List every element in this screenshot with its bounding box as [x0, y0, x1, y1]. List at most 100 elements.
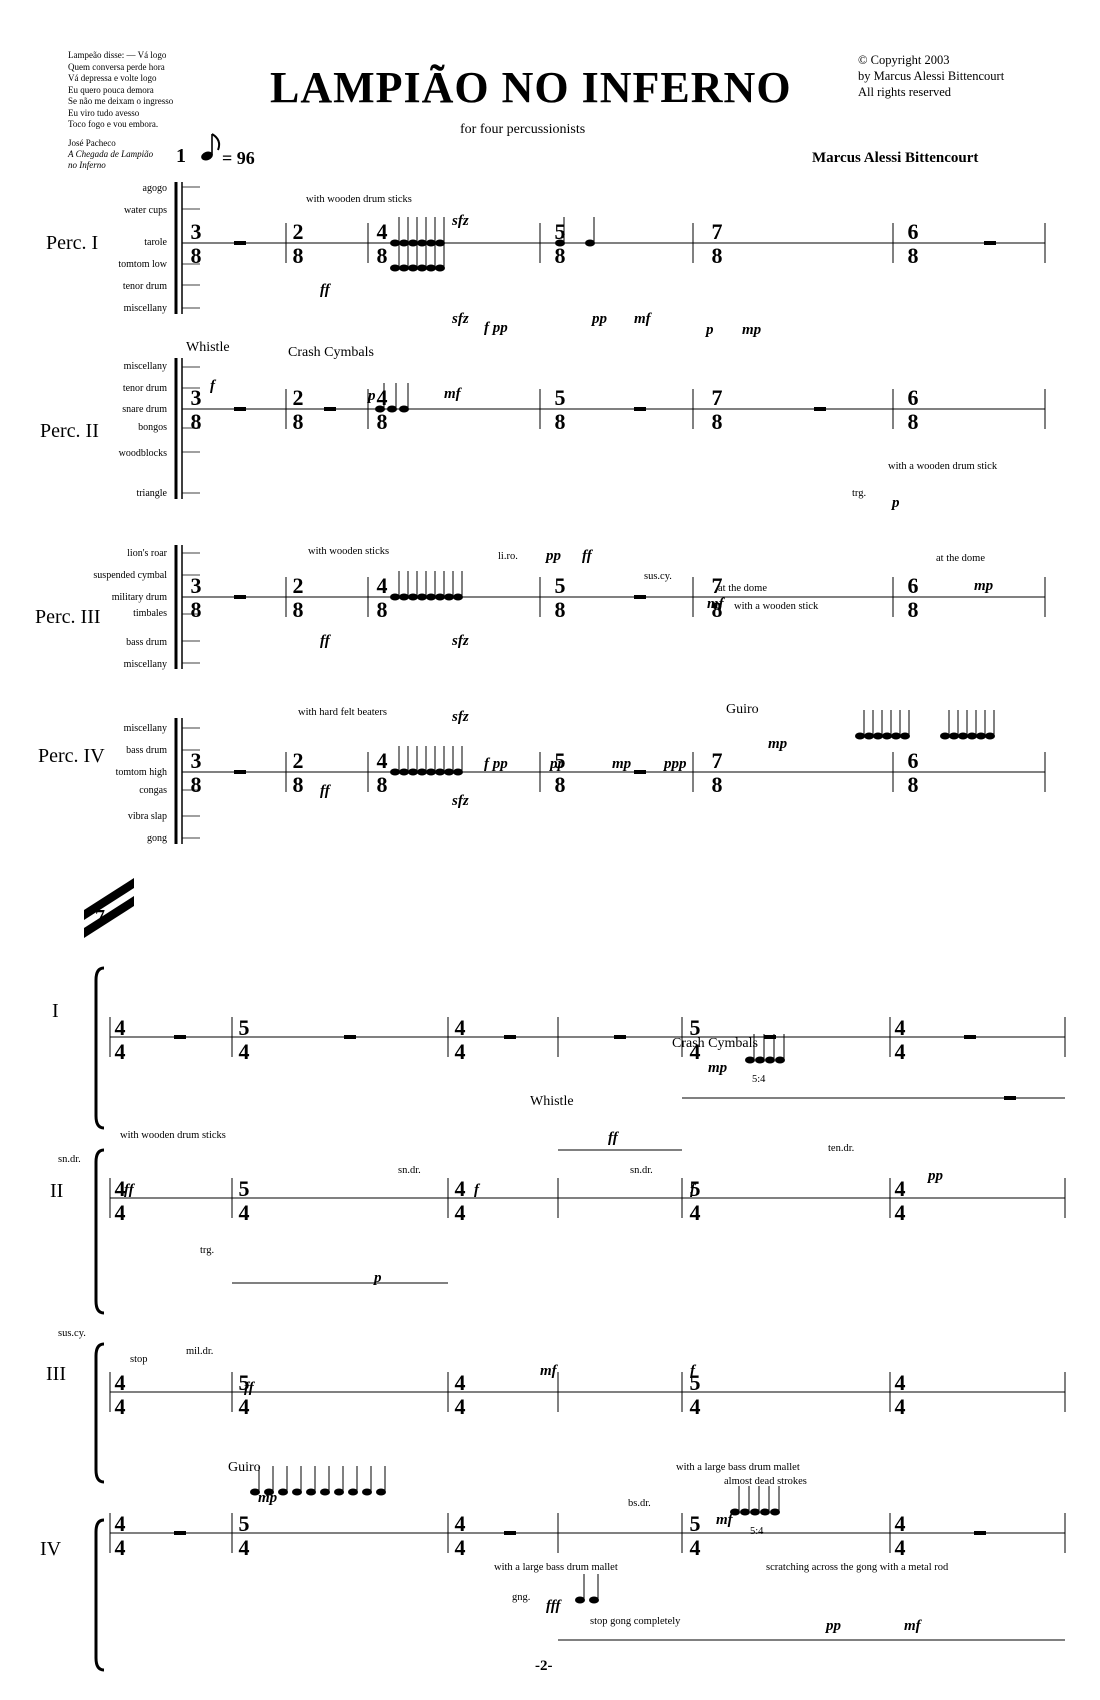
dynamic-mark: ff — [608, 1130, 618, 1146]
epigraph-work: A Chegada de Lampião — [68, 149, 154, 159]
notehead — [362, 1488, 372, 1496]
whole-rest — [234, 595, 246, 599]
dynamic-mark: f — [210, 378, 215, 394]
epigraph-author: José Pacheco — [68, 138, 116, 148]
time-signature-bottom: 8 — [293, 597, 304, 622]
instrument-name: tenor drum — [122, 281, 167, 292]
notehead — [750, 1508, 760, 1516]
notehead — [864, 732, 874, 740]
notehead — [250, 1488, 260, 1496]
whole-rest — [234, 770, 246, 774]
notehead — [426, 239, 436, 247]
instrument-name: vibra slap — [127, 811, 167, 822]
epigraph-source: José Pacheco A Chegada de Lampião no Inf… — [68, 138, 188, 171]
notehead — [426, 593, 436, 601]
notehead — [408, 264, 418, 272]
notehead — [444, 768, 454, 776]
page-title: LAMPIÃO NO INFERNO — [270, 63, 792, 112]
notehead — [399, 593, 409, 601]
whole-rest — [634, 770, 646, 774]
dynamic-mark: p — [892, 495, 900, 511]
notehead — [873, 732, 883, 740]
time-signature-bottom: 4 — [115, 1394, 126, 1419]
notehead — [375, 405, 385, 413]
epigraph-line: Quem conversa perde hora — [68, 61, 165, 72]
instrument-name: tenor drum — [122, 383, 167, 394]
dynamic-mark: mf — [904, 1618, 921, 1634]
technique-note: with hard felt beaters — [298, 707, 387, 718]
time-signature-bottom: 8 — [293, 243, 304, 268]
part-label-perc4: Perc. IV — [38, 745, 105, 767]
notehead — [730, 1508, 740, 1516]
time-signature-top: 6 — [908, 219, 919, 244]
notehead — [775, 1056, 785, 1064]
time-signature-top: 4 — [377, 573, 388, 598]
instrument-abbrev: trg. — [852, 488, 867, 499]
instrument-abbrev: bs.dr. — [628, 1498, 651, 1509]
dynamic-mark: sfz — [452, 633, 469, 649]
instrument-name: bass drum — [126, 637, 167, 648]
epigraph-line: Se não me deixam o ingresso — [68, 96, 174, 106]
time-signature-bottom: 8 — [908, 597, 919, 622]
notehead — [264, 1488, 274, 1496]
notehead — [589, 1596, 599, 1604]
time-signature-top: 6 — [908, 748, 919, 773]
whole-rest — [174, 1035, 186, 1039]
notehead — [585, 239, 595, 247]
dynamic-mark: p — [706, 322, 714, 338]
notehead — [387, 405, 397, 413]
time-signature-bottom: 4 — [690, 1394, 701, 1419]
dynamic-mark: mf — [444, 386, 461, 402]
epigraph-line: Toco fogo e vou embora. — [68, 119, 159, 129]
time-signature-top: 2 — [293, 385, 304, 410]
instrument-name: triangle — [136, 488, 167, 499]
time-signature-bottom: 4 — [455, 1200, 466, 1225]
epigraph-line: Vá depressa e volte logo — [68, 73, 157, 83]
notehead — [453, 593, 463, 601]
technique-note: with wooden drum sticks — [120, 1130, 226, 1141]
time-signature-bottom: 4 — [455, 1394, 466, 1419]
time-signature-top: 5 — [555, 385, 566, 410]
part-label-1: I — [52, 1000, 59, 1022]
dynamic-mark: p — [368, 388, 376, 404]
notehead — [390, 239, 400, 247]
time-signature-top: 4 — [377, 385, 388, 410]
time-signature-top: 7 — [712, 573, 723, 598]
time-signature-bottom: 8 — [191, 243, 202, 268]
dynamic-mark: ff — [320, 783, 330, 799]
epigraph-line: Eu quero pouca demora — [68, 84, 154, 95]
time-signature-bottom: 4 — [239, 1200, 250, 1225]
dynamic-mark: f pp — [484, 756, 508, 772]
notehead — [555, 239, 565, 247]
instrument-change: Crash Cymbals — [672, 1036, 758, 1051]
time-signature-bottom: 4 — [115, 1200, 126, 1225]
time-signature-top: 3 — [191, 219, 202, 244]
notehead — [390, 264, 400, 272]
instrument-abbrev: mil.dr. — [186, 1346, 214, 1357]
time-signature-bottom: 8 — [908, 772, 919, 797]
instrument-abbrev: sus.cy. — [644, 571, 672, 582]
instrument-change: Crash Cymbals — [288, 345, 374, 360]
time-signature-top: 2 — [293, 573, 304, 598]
instrument-abbrev: li.ro. — [498, 551, 518, 562]
instrument-name: military drum — [111, 592, 167, 603]
time-signature-bottom: 8 — [712, 243, 723, 268]
notehead — [292, 1488, 302, 1496]
time-signature-bottom: 8 — [712, 597, 723, 622]
time-signature-top: 5 — [239, 1176, 250, 1201]
instrument-change: Whistle — [186, 340, 230, 355]
notehead — [408, 239, 418, 247]
measure-number: 1 — [176, 145, 186, 167]
dynamic-mark: f — [690, 1363, 695, 1379]
dynamic-mark: mp — [708, 1060, 728, 1076]
time-signature-bottom: 4 — [690, 1039, 701, 1064]
whole-rest — [504, 1531, 516, 1535]
dynamic-mark: f — [690, 1182, 695, 1198]
notehead — [985, 732, 995, 740]
notehead — [348, 1488, 358, 1496]
time-signature-top: 5 — [690, 1370, 701, 1395]
notehead — [399, 264, 409, 272]
time-signature-top: 2 — [293, 748, 304, 773]
instrument-name: congas — [139, 785, 167, 796]
time-signature-top: 5 — [239, 1511, 250, 1536]
